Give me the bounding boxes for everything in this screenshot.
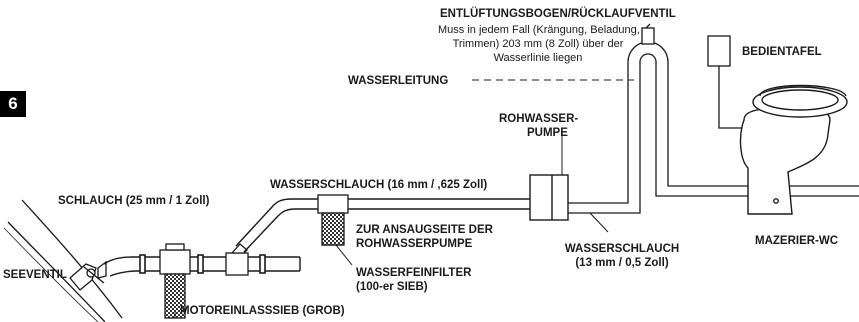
raw-water-pump <box>529 174 569 221</box>
vent-note-line-1: Muss in jedem Fall (Krängung, Beladung, <box>438 24 640 36</box>
hull <box>3 199 123 322</box>
seacock-valve <box>69 260 107 291</box>
control-panel-label: BEDIENTAFEL <box>742 46 822 58</box>
macerator-toilet <box>739 84 848 215</box>
fine-filter-label-2: (100-er SIEB) <box>356 281 428 293</box>
hose-16mm-label: WASSERSCHLAUCH (16 mm / ,625 Zoll) <box>270 179 488 191</box>
tee-fitting <box>225 243 249 276</box>
seacock-label: SEEVENTIL <box>3 269 67 281</box>
fine-water-filter <box>317 194 349 246</box>
vented-loop <box>627 23 859 197</box>
intake-side-label-1: ZUR ANSAUGSEITE DER <box>356 224 493 236</box>
vent-note-line-3: Wasserlinie liegen <box>493 52 583 64</box>
engine-strainer-label: MOTOREINLASSSIEB (GROB) <box>180 305 345 317</box>
hose-16mm <box>235 198 530 253</box>
engine-inlet-strainer <box>159 243 191 319</box>
hose-13mm-label-2: (13 mm / 0,5 Zoll) <box>575 257 669 269</box>
hose-25mm <box>103 256 301 277</box>
page-number-badge: 6 <box>0 91 26 117</box>
water-line-label: WASSERLEITUNG <box>348 75 449 87</box>
toilet-label: MAZERIER-WC <box>755 235 839 247</box>
control-panel <box>707 35 742 129</box>
raw-pump-label-1: ROHWASSER- <box>499 113 579 125</box>
hose-13-leader <box>589 212 609 233</box>
intake-side-label-2: ROHWASSERPUMPE <box>356 238 473 250</box>
fine-filter-label-1: WASSERFEINFILTER <box>356 267 472 279</box>
hose-clamps <box>139 254 266 274</box>
hose-13mm-label-1: WASSERSCHLAUCH <box>564 243 680 255</box>
hose-13mm <box>568 62 641 214</box>
raw-pump-label-2: PUMPE <box>527 127 568 139</box>
vent-note-line-2: Trimmen) 203 mm (8 Zoll) über der <box>452 38 624 50</box>
fine-filter-leader <box>335 244 353 266</box>
hose-25mm-label: SCHLAUCH (25 mm / 1 Zoll) <box>58 195 210 207</box>
vent-loop-title: ENTLÜFTUNGSBOGEN/RÜCKLAUFVENTIL <box>440 8 676 20</box>
